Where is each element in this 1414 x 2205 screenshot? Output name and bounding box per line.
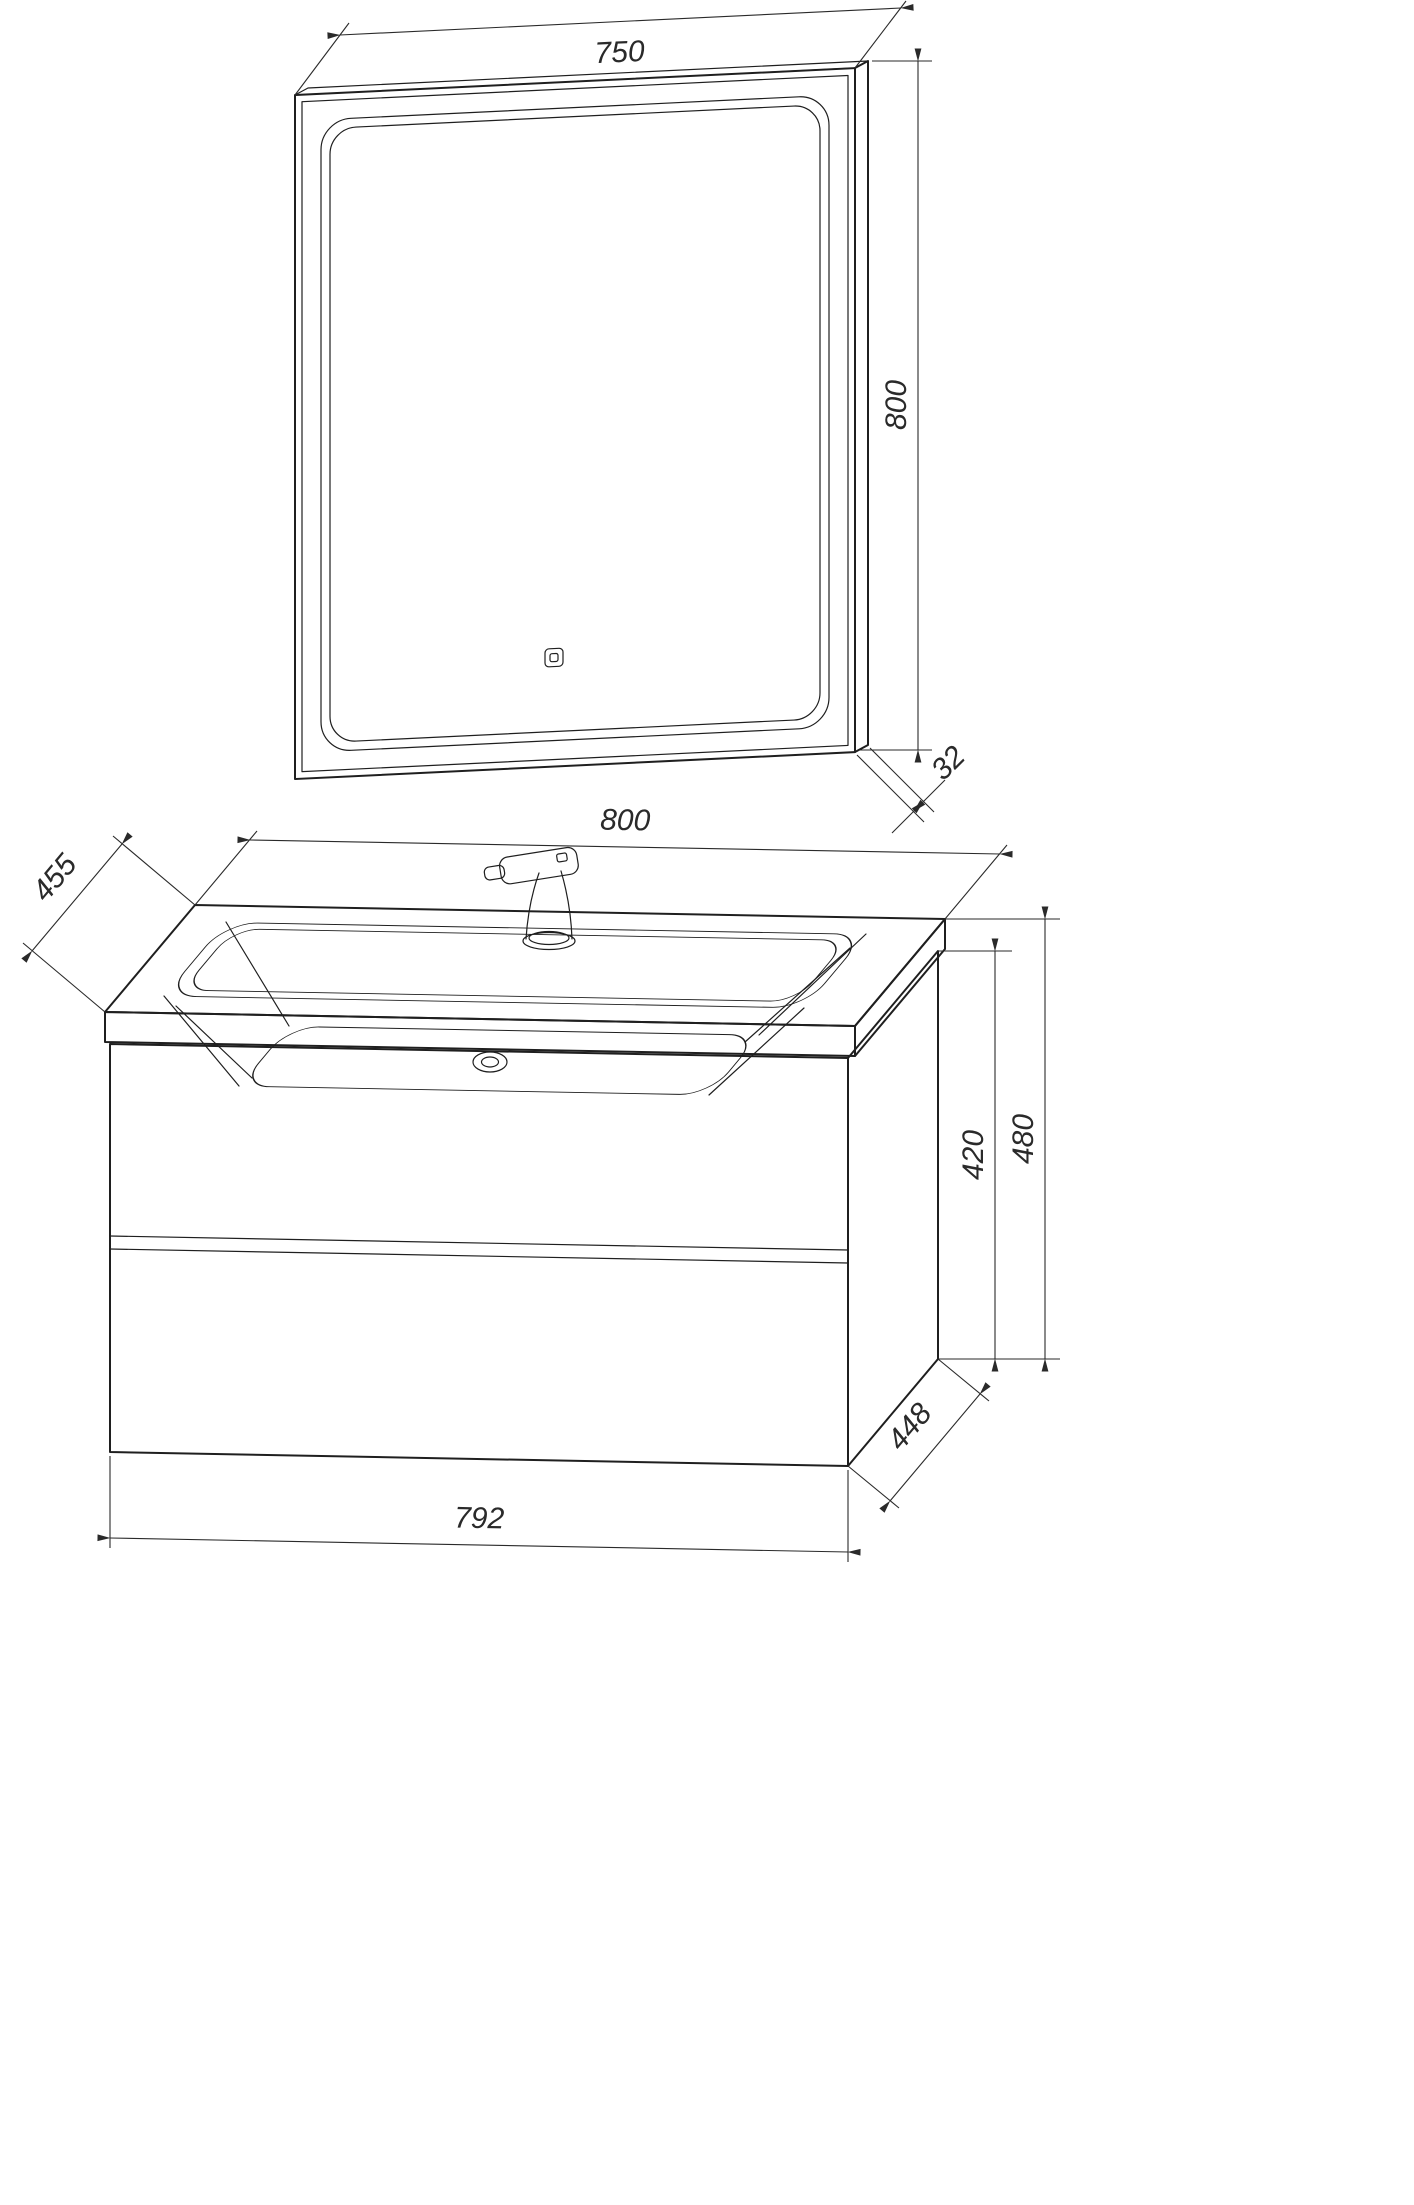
basin-rim-inner (193, 928, 837, 1002)
vanity-unit (104, 846, 946, 1467)
basin (163, 921, 867, 1096)
cabinet (109, 950, 939, 1467)
mirror-frame-outer (294, 67, 856, 781)
cabinet-side-face (847, 950, 939, 1467)
dimension-arrow-stub (891, 799, 926, 834)
countertop-top-face (104, 904, 946, 1027)
basin-facet-line (225, 921, 290, 1027)
extension-line (856, 754, 925, 823)
dim-mirror-depth-label: 32 (925, 740, 972, 787)
drain-inner (480, 1056, 500, 1068)
mirror-frame-inner (301, 74, 849, 773)
dimension-line-vanity-width (237, 836, 1013, 858)
dim-cabinet-width-label: 792 (454, 1502, 505, 1536)
mirror-side-panel (854, 60, 869, 753)
dim-mirror-height-label: 800 (880, 380, 913, 430)
basin-bottom (252, 1026, 747, 1095)
extension-line (869, 747, 935, 813)
dim-cabinet-height-label: 420 (957, 1130, 990, 1180)
dim-vanity-width-label: 800 (600, 804, 651, 838)
extension-line (847, 1465, 900, 1509)
drawer-gap-line (109, 1248, 849, 1264)
countertop-front-face (104, 1011, 856, 1057)
basin-facet-line (758, 933, 867, 1036)
mirror-touch-sensor (544, 647, 564, 668)
drawer-gap-line (109, 1235, 849, 1251)
dimension-line-mirror-width (327, 4, 914, 39)
extension-line (194, 830, 258, 906)
extension-line (944, 844, 1008, 920)
extension-line (112, 835, 196, 906)
dimension-line-mirror-depth (913, 801, 924, 812)
mirror-front (294, 67, 856, 781)
extension-line (937, 1358, 990, 1402)
basin-facet-line (744, 947, 851, 1043)
extension-line (22, 942, 106, 1013)
dimension-arrow-stub (911, 779, 946, 814)
faucet-base-outer (522, 931, 576, 951)
dim-total-height-label: 480 (1007, 1114, 1040, 1164)
mirror-dimensions: 750 800 32 (294, 0, 972, 834)
dim-cabinet-depth-label: 448 (881, 1397, 939, 1457)
basin-facet-line (175, 1005, 253, 1079)
dimension-line-cabinet-width (97, 1534, 861, 1556)
cabinet-front-face (109, 1043, 849, 1467)
extension-line (854, 0, 907, 69)
basin-facet-line (708, 1007, 805, 1096)
dimension-line-cabinet-depth (879, 1382, 991, 1513)
mirror-led-line (329, 105, 821, 742)
mirror-glass (320, 96, 830, 751)
mirror-touch-sensor-dot (549, 652, 559, 663)
dim-mirror-width-label: 750 (594, 35, 646, 70)
faucet-handle (483, 864, 506, 881)
dimension-line-vanity-depth (21, 832, 133, 963)
mirror (294, 60, 869, 781)
faucet-head (498, 846, 579, 885)
dim-vanity-depth-label: 455 (26, 848, 84, 908)
extension-line (294, 22, 350, 96)
basin-rim-outer (177, 922, 853, 1008)
faucet-base-inner (528, 930, 570, 946)
drain-outer (472, 1051, 508, 1073)
basin-facet-line (163, 995, 240, 1087)
countertop-right-face (854, 918, 946, 1057)
faucet-head-detail (556, 852, 568, 863)
